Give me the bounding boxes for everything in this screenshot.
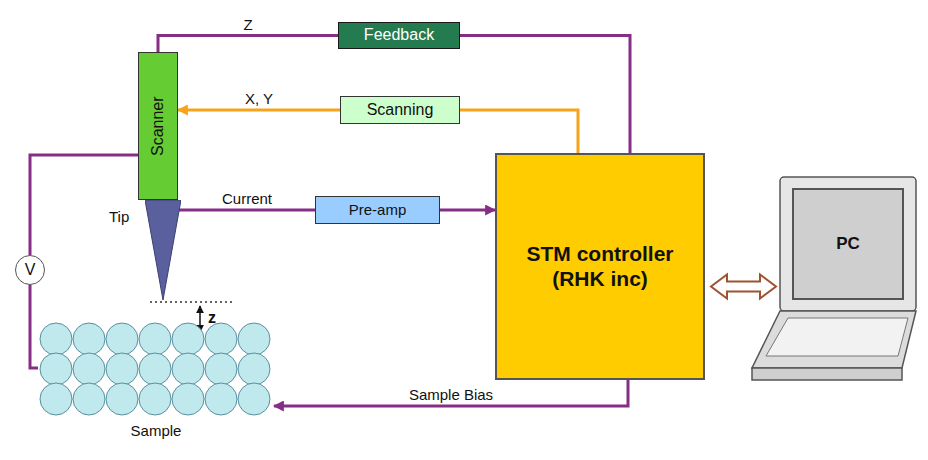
feedback-box: Feedback [338, 22, 460, 49]
signal-wire [158, 36, 338, 53]
tip-shape [145, 200, 181, 300]
scanning-box: Scanning [340, 96, 460, 124]
atom [106, 323, 138, 355]
feedback-box-label: Feedback [364, 26, 434, 44]
signal-wire [179, 209, 315, 212]
laptop-front [752, 368, 902, 380]
atom [73, 353, 105, 385]
signal-wire [30, 155, 138, 255]
atom [172, 353, 204, 385]
gap-line [150, 301, 232, 303]
signal-label: Z [241, 16, 254, 33]
sample-atoms [38, 322, 274, 416]
controller-box: STM controller (RHK inc) [495, 153, 705, 380]
signal-label: Sample Bias [407, 386, 495, 403]
signal-wire [460, 36, 630, 154]
pc-screen-label: PC [836, 234, 860, 254]
atom [73, 323, 105, 355]
signal-wire [460, 110, 578, 153]
atom [73, 383, 105, 415]
tip: Tip [145, 200, 181, 300]
controller-box-label: STM controller (RHK inc) [515, 242, 685, 290]
double-arrow [711, 275, 776, 299]
signal-wire [274, 380, 628, 406]
atom [139, 383, 171, 415]
preamp-box: Pre-amp [315, 196, 440, 224]
atom [238, 323, 270, 355]
signal-label: X, Y [243, 90, 275, 107]
atom [139, 323, 171, 355]
atom [106, 383, 138, 415]
laptop-keys [766, 318, 908, 356]
scanner-box: Scanner [138, 52, 178, 200]
tip-triangle [145, 200, 181, 300]
atom [172, 383, 204, 415]
atom [238, 383, 270, 415]
atom [238, 353, 270, 385]
atom [106, 353, 138, 385]
atom [205, 323, 237, 355]
atom [139, 353, 171, 385]
scanning-box-label: Scanning [367, 101, 434, 119]
sample: Sample [38, 322, 274, 448]
sample-label: Sample [131, 422, 182, 439]
atom [40, 353, 72, 385]
voltmeter: V [15, 255, 45, 285]
preamp-box-label: Pre-amp [349, 201, 407, 218]
signal-wire [178, 109, 340, 112]
atom [205, 353, 237, 385]
atom [172, 323, 204, 355]
laptop-lid [780, 177, 916, 311]
pc-screen: PC [792, 188, 904, 300]
atom [40, 323, 72, 355]
atom [40, 383, 72, 415]
signal-wire [30, 285, 38, 368]
signal-label: Current [220, 190, 274, 207]
scanner-box-label: Scanner [149, 96, 167, 156]
tip-label: Tip [109, 208, 129, 225]
signal-wire [440, 209, 495, 212]
atom [205, 383, 237, 415]
gap-label: z [208, 309, 216, 327]
laptop-keyboard [752, 311, 916, 368]
voltmeter-label: V [25, 261, 36, 279]
